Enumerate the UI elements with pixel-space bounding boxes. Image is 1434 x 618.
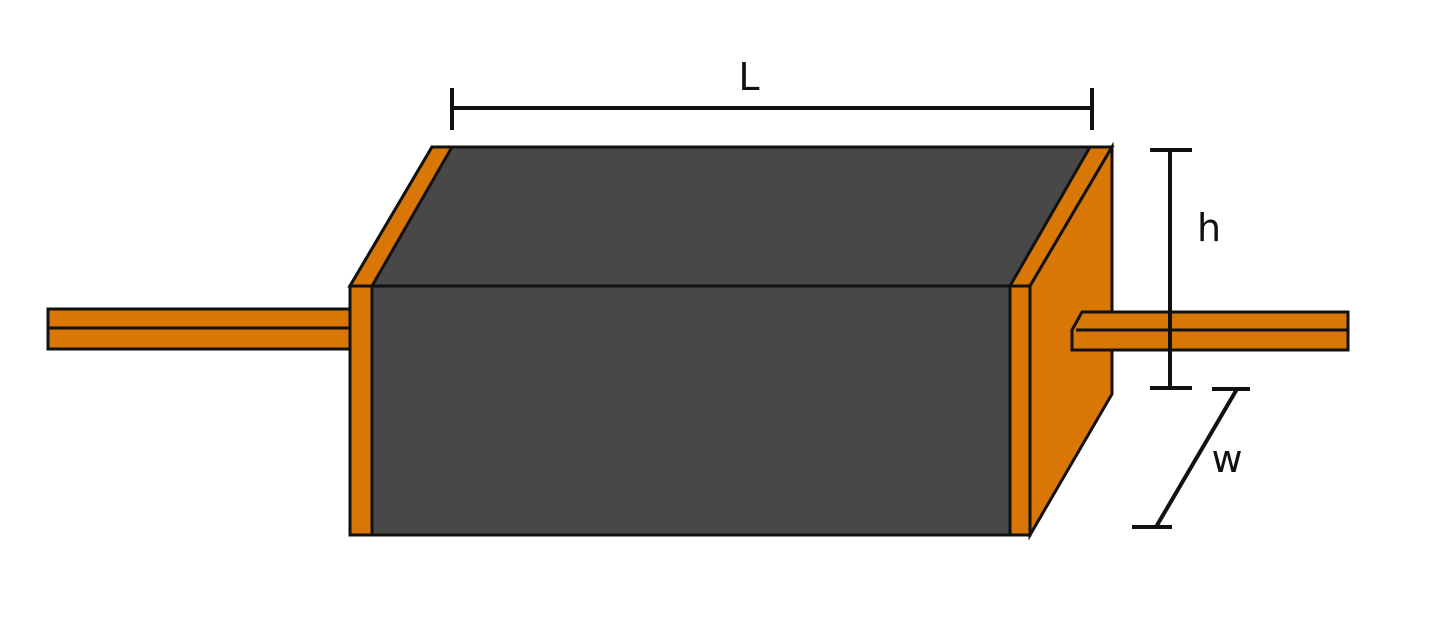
left-lead-wire	[46, 307, 354, 351]
right-lead-wire	[1070, 310, 1350, 352]
length-label: L	[738, 55, 759, 99]
height-label: h	[1197, 206, 1221, 250]
width-dimension-line	[1132, 387, 1250, 529]
left-terminal-front-band	[348, 284, 374, 537]
right-terminal-front-band	[1008, 284, 1032, 537]
body-top-face	[347, 145, 1115, 288]
body-front-face	[348, 284, 1032, 537]
length-dimension-line	[450, 88, 1094, 130]
width-label: w	[1211, 437, 1242, 481]
height-dimension-line	[1150, 148, 1192, 390]
